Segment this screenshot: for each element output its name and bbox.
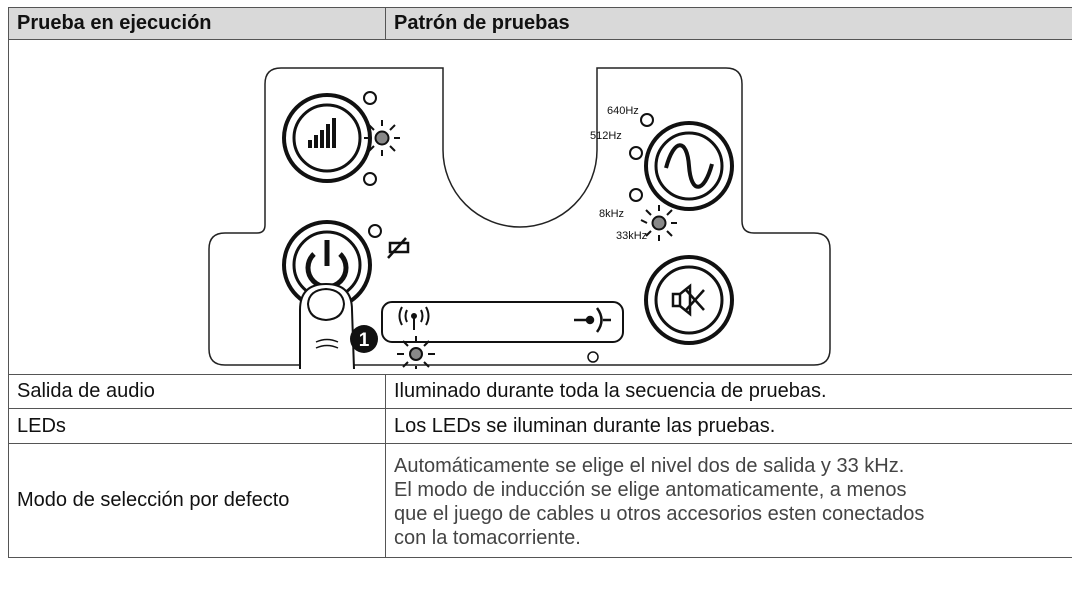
accessory-strip [381,301,624,343]
level-led-2-glow [364,120,400,156]
callout-badge: 1 [350,325,378,353]
row-value-leds: Los LEDs se iluminan durante las pruebas… [385,408,1072,444]
sine-wave-icon [664,143,714,189]
control-panel-illustration: 1 [208,67,831,370]
freq-led-8khz [629,188,643,202]
row-label-audio-output: Salida de audio [8,374,386,409]
inductive-led-glow [397,336,435,369]
power-button[interactable] [282,220,372,310]
panel-row: 1 [8,39,1072,375]
svg-text:1: 1 [359,330,370,351]
label-512hz: 512Hz [590,130,622,142]
table-row: Salida de audio Iluminado durante toda l… [8,374,1072,409]
freq-led-33khz [651,215,667,231]
connector-led [587,351,599,363]
level-led-1 [363,91,377,105]
table-row: LEDs Los LEDs se iluminan durante las pr… [8,408,1072,444]
row-value-audio-output: Iluminado durante toda la secuencia de p… [385,374,1072,409]
battery-led [368,224,382,238]
low-battery-icon [387,237,410,259]
label-8khz: 8kHz [599,208,624,220]
table-row: Modo de selección por defecto Automática… [8,443,1072,558]
freq-led-640hz [640,113,654,127]
inductive-led [409,347,423,361]
default-mode-line-1: Automáticamente se elige el nivel dos de… [394,454,905,477]
row-label-leds: LEDs [8,408,386,444]
default-mode-line-3: que el juego de cables u otros accesorio… [394,502,925,525]
jack-connector-icon [574,307,611,333]
inductive-antenna-icon [398,306,430,330]
row-value-default-mode: Automáticamente se elige el nivel dos de… [385,443,1072,558]
level-led-2 [374,130,390,146]
row-label-default-mode: Modo de selección por defecto [8,443,386,558]
speaker-muted-icon [671,283,705,317]
panel-outline [208,67,831,366]
signal-bars-icon [308,118,336,148]
default-mode-line-4: con la tomacorriente. [394,526,581,549]
label-33khz: 33kHz [616,230,647,242]
header-test-pattern: Patrón de pruebas [385,7,1072,40]
header-test-running: Prueba en ejecución [8,7,386,40]
frequency-button[interactable] [644,121,734,211]
signal-level-button[interactable] [282,93,372,183]
mute-button[interactable] [644,255,734,345]
freq-led-33khz-glow [640,205,677,241]
test-pattern-table: Prueba en ejecución Patrón de pruebas [8,7,1072,558]
finger-illustration [299,282,355,370]
level-led-3 [363,172,377,186]
default-mode-line-2: El modo de inducción se elige antomatica… [394,478,907,501]
table-header-row: Prueba en ejecución Patrón de pruebas [8,7,1072,40]
freq-led-512hz [629,146,643,160]
panel-illustration-cell: 1 [8,39,1072,375]
label-640hz: 640Hz [607,105,639,117]
